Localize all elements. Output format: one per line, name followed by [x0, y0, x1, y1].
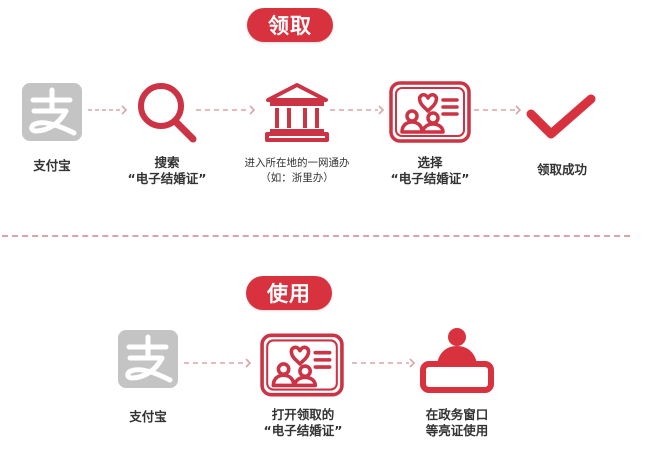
- step-label-line2: “电子结婚证”: [263, 423, 343, 438]
- step-label: 搜索 “电子结婚证”: [112, 155, 222, 187]
- flow-arrow: [474, 100, 522, 115]
- step-label-line2: “电子结婚证”: [127, 171, 207, 186]
- service-counter-icon: [419, 326, 495, 394]
- flow-arrow: [196, 100, 256, 115]
- use-section-badge: 使用: [246, 276, 332, 310]
- flow-arrow: [88, 100, 128, 115]
- step-label-line2: 等亮证使用: [425, 423, 489, 438]
- marriage-certificate-icon: [259, 331, 345, 399]
- step-label: 打开领取的 “电子结婚证”: [247, 407, 359, 439]
- step-label-line1: 搜索: [154, 155, 180, 170]
- marriage-certificate-icon: [388, 80, 472, 144]
- step-label-line1: 进入所在地的一网通办: [244, 157, 350, 169]
- search-icon: [134, 80, 200, 146]
- step-label: 领取成功: [520, 162, 604, 178]
- step-label: 支付宝: [112, 409, 184, 425]
- step-label-line2: “电子结婚证”: [390, 171, 470, 186]
- step-label-line2: （如：浙里办）: [260, 172, 334, 184]
- step-label: 选择 “电子结婚证”: [375, 155, 485, 187]
- alipay-icon: [22, 83, 82, 141]
- step-label-line1: 在政务窗口: [425, 407, 489, 422]
- step-label-line1: 选择: [417, 155, 443, 170]
- government-building-icon: [264, 82, 330, 142]
- section-divider: [2, 235, 630, 237]
- flow-arrow: [184, 353, 252, 368]
- checkmark-icon: [524, 92, 598, 144]
- alipay-icon: [118, 330, 178, 388]
- step-label: 支付宝: [22, 158, 82, 174]
- step-label-line1: 支付宝: [33, 158, 71, 173]
- step-label-line1: 支付宝: [129, 409, 167, 424]
- step-label: 进入所在地的一网通办 （如：浙里办）: [232, 156, 362, 186]
- flow-arrow: [330, 100, 385, 115]
- step-label-line1: 领取成功: [536, 162, 587, 177]
- flow-arrow: [352, 353, 416, 368]
- step-label-line1: 打开领取的: [271, 407, 335, 422]
- receive-section-badge: 领取: [247, 8, 333, 42]
- step-label: 在政务窗口 等亮证使用: [412, 407, 502, 439]
